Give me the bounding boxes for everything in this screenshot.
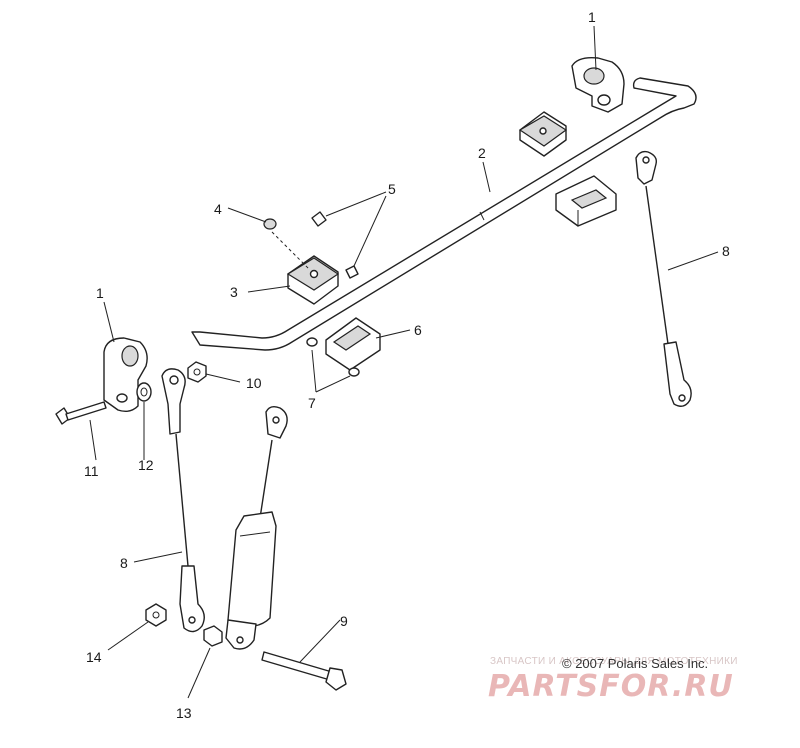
callout-13: 13 <box>176 705 192 721</box>
bar-clamp-lower <box>555 175 617 227</box>
callout-8-right: 8 <box>722 243 730 259</box>
link-rod-right <box>635 150 692 407</box>
bolt-11 <box>55 401 107 425</box>
callout-8-left: 8 <box>120 555 128 571</box>
stabilizer-bar <box>191 77 697 351</box>
callout-9: 9 <box>340 613 348 629</box>
copyright-text: © 2007 Polaris Sales Inc. <box>562 656 708 671</box>
callout-1-right: 1 <box>588 9 596 25</box>
screws-5 <box>311 211 359 279</box>
washer-12 <box>136 382 152 402</box>
callout-2: 2 <box>478 145 486 161</box>
callout-10: 10 <box>246 375 262 391</box>
link-rod-left <box>161 368 205 633</box>
callout-11: 11 <box>84 463 99 479</box>
spacer-13 <box>203 625 223 647</box>
shock-absorber <box>225 405 288 650</box>
nut-4 <box>263 218 311 271</box>
mount-bracket <box>286 255 340 305</box>
bushing-right <box>571 56 625 113</box>
callout-4: 4 <box>214 201 222 217</box>
bolt-9 <box>261 651 347 691</box>
watermark-caption: ЗАПЧАСТИ И АКСЕССУАРЫ ДЛЯ МОТОТЕХНИКИ <box>490 656 738 667</box>
leader-lines <box>89 25 719 699</box>
callout-5: 5 <box>388 181 396 197</box>
callout-1-left: 1 <box>96 285 104 301</box>
nut-10 <box>187 361 207 383</box>
washers-7 <box>306 337 360 377</box>
callout-7: 7 <box>308 395 316 411</box>
callout-labels: 1 1 2 3 4 5 6 7 8 8 9 10 11 12 13 14 <box>84 9 730 721</box>
nut-14 <box>145 603 167 627</box>
bar-clamp-upper <box>518 111 568 157</box>
callout-3: 3 <box>230 284 238 300</box>
callout-6: 6 <box>414 322 422 338</box>
callout-14: 14 <box>86 649 102 665</box>
callout-12: 12 <box>138 457 154 473</box>
mount-bracket-6 <box>325 317 381 371</box>
watermark-brand: PARTSFOR.RU <box>488 669 734 704</box>
